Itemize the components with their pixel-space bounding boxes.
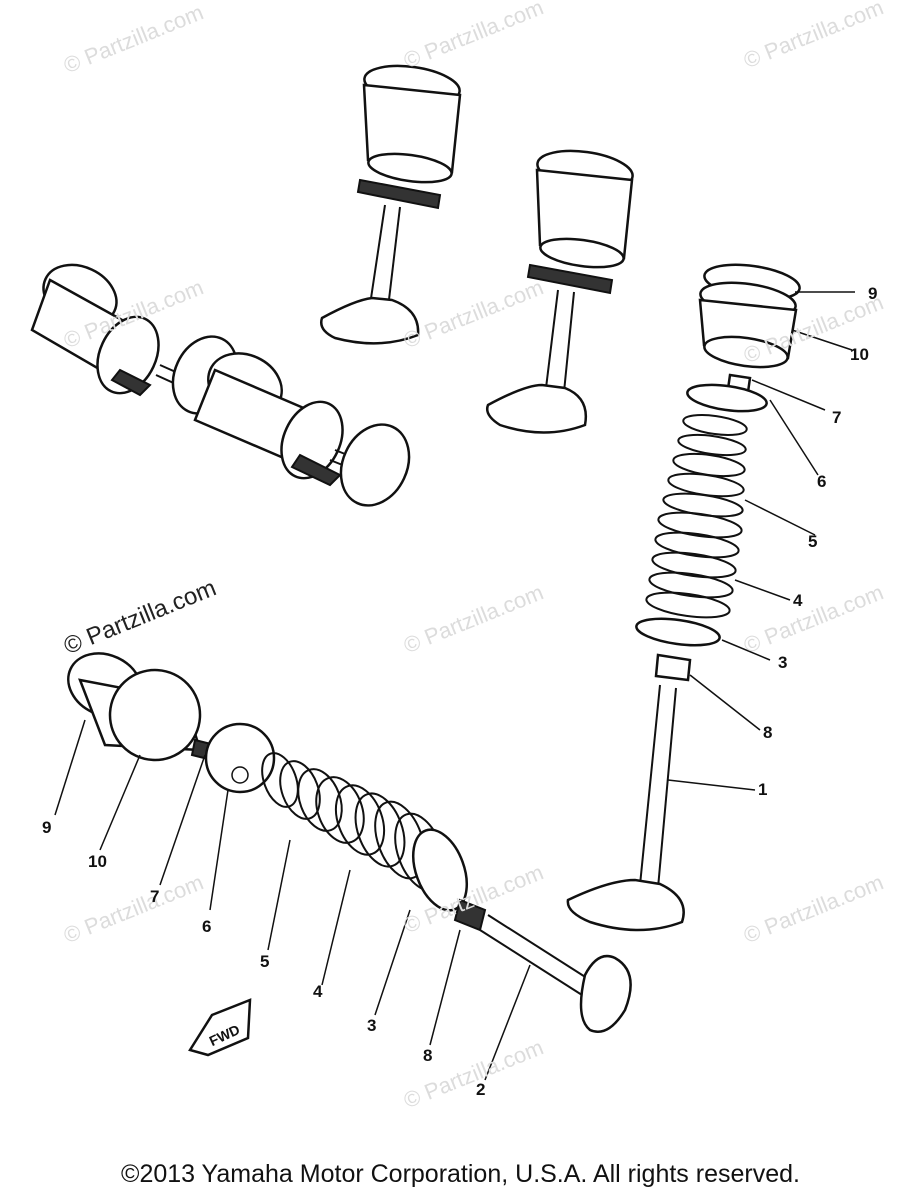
callout-label: 10 xyxy=(88,852,107,871)
callout-label: 1 xyxy=(758,780,768,799)
callout-label: 6 xyxy=(817,472,827,491)
callout-label: 6 xyxy=(202,917,212,936)
seal-right xyxy=(654,653,692,682)
callout-label: 3 xyxy=(778,653,788,672)
valve-pair-left xyxy=(30,263,411,507)
leader-lines-right xyxy=(667,291,855,791)
spring-seat-bottom xyxy=(412,828,468,912)
callout-label: 4 xyxy=(793,591,803,610)
valve-assembly-bottom xyxy=(67,652,632,1033)
fwd-arrow: FWD xyxy=(188,998,252,1057)
valve-upright-top-center xyxy=(320,64,462,345)
callout-label: 8 xyxy=(763,723,773,742)
valve-assembly-right xyxy=(566,263,801,932)
lifter-upper-left-a xyxy=(30,263,160,397)
callout-label: 9 xyxy=(868,284,878,303)
valve-head-right xyxy=(566,878,685,932)
callout-label: 10 xyxy=(850,345,869,364)
retainer-right xyxy=(686,383,768,413)
callout-label: 4 xyxy=(313,982,323,1001)
callout-label: 7 xyxy=(150,887,160,906)
valve-head-bottom xyxy=(579,954,632,1033)
valve-stem-upper-left-b xyxy=(329,423,411,507)
callout-label: 5 xyxy=(808,532,818,551)
callout-label: 3 xyxy=(367,1016,377,1035)
callout-label: 8 xyxy=(423,1046,433,1065)
callout-label: 2 xyxy=(476,1080,486,1099)
callout-label: 7 xyxy=(832,408,842,427)
callout-label: 9 xyxy=(42,818,52,837)
spring-outer-right xyxy=(645,414,748,619)
leader-lines-bottom xyxy=(54,719,531,1081)
retainer-bottom xyxy=(204,722,276,794)
spring-seat-right xyxy=(635,617,721,647)
callout-label: 5 xyxy=(260,952,270,971)
copyright-notice: ©2013 Yamaha Motor Corporation, U.S.A. A… xyxy=(121,1160,800,1188)
valve-upright-top-right xyxy=(486,149,634,434)
lifter-upper-left-b xyxy=(193,352,344,487)
